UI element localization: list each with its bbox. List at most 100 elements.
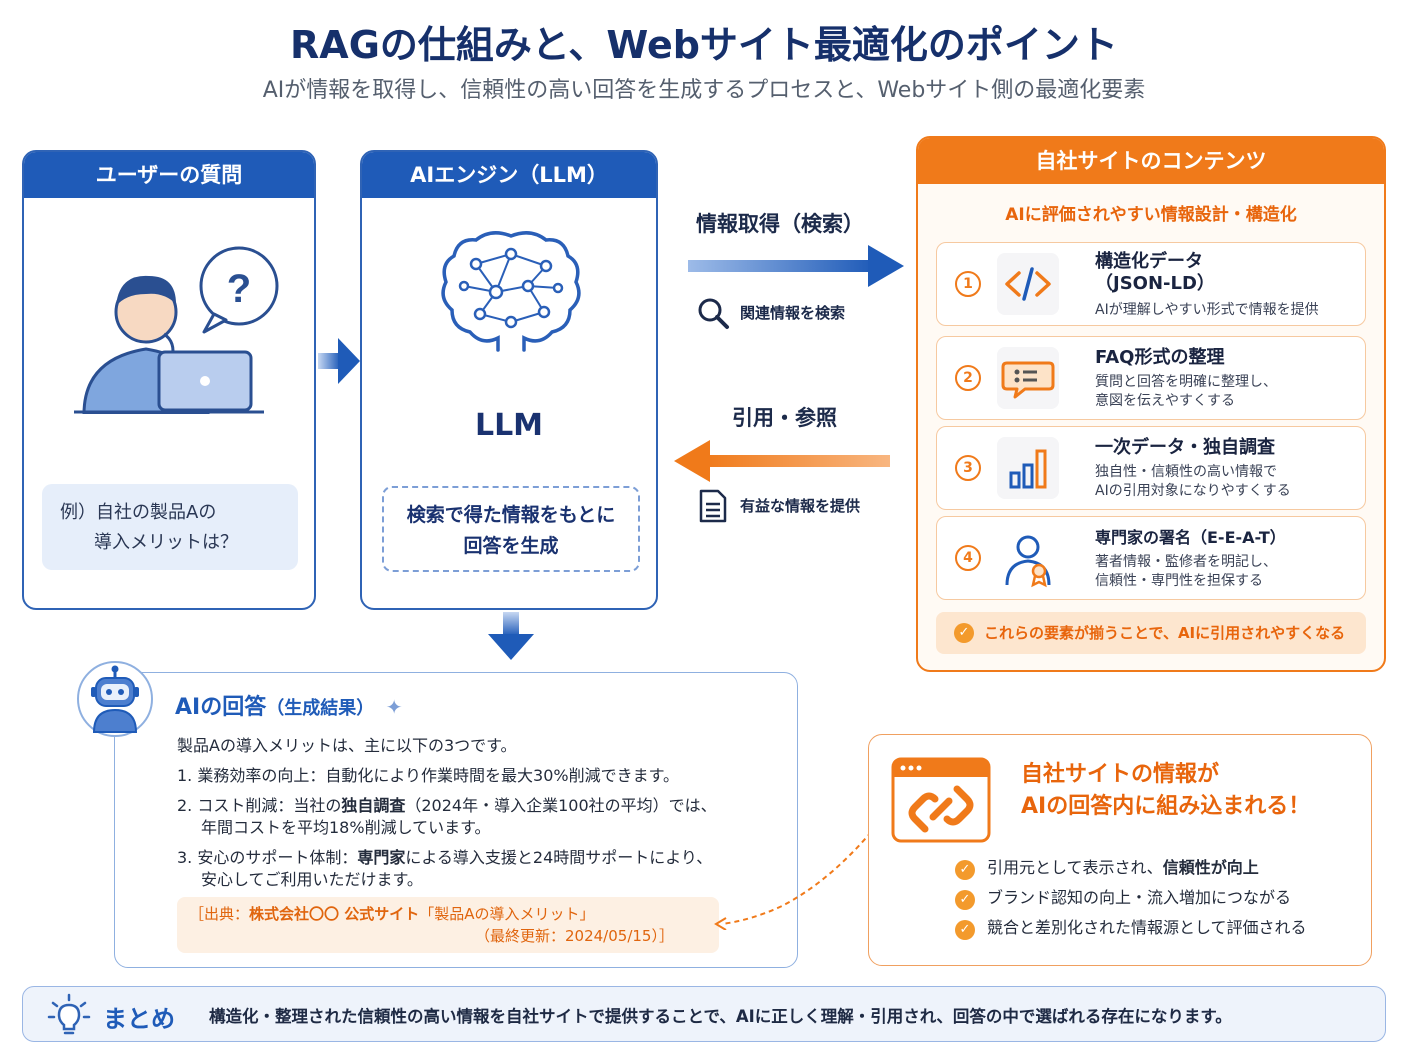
source-line-1: ［出典：株式会社〇〇 公式サイト「製品Aの導入メリット」: [189, 903, 707, 925]
site-content-note-text: これらの要素が揃うことで、AIに引用されやすくなる: [984, 624, 1346, 642]
retrieve-label: 情報取得（検索）: [696, 212, 864, 236]
integration-item: ✓ 引用元として表示され、信頼性が向上: [955, 853, 1259, 883]
example-line-1: 例）自社の製品Aの: [60, 502, 217, 523]
integration-item: ✓ 競合と差別化された情報源として評価される: [955, 913, 1307, 943]
content-item-expert-signature: 4 専門家の署名（E-E-A-T） 著者情報・監修者を明記し、 信頼性・専門性を…: [936, 516, 1366, 600]
item-desc-line-2: 信頼性・専門性を担保する: [1095, 573, 1263, 589]
item-desc: AIが理解しやすい形式で情報を提供: [1095, 302, 1319, 318]
integration-panel: 自社サイトの情報が AIの回答内に組み込まれる！ ✓ 引用元として表示され、信頼性…: [868, 734, 1372, 966]
browser-link-icon: [891, 757, 991, 843]
user-question-heading: ユーザーの質問: [24, 152, 314, 198]
arrow-down-icon: [488, 612, 534, 660]
page-subtitle: AIが情報を取得し、信頼性の高い回答を生成するプロセスと、Webサイト側の最適化…: [262, 78, 1146, 103]
page-title: RAGの仕組みと、Webサイト最適化のポイント: [290, 23, 1118, 67]
answer-item-2-part-a: 2. コスト削減：当社の: [177, 796, 342, 815]
cite-arrow-icon: [674, 440, 890, 482]
arrow-right-icon: [318, 338, 360, 384]
item-title-line-1: 構造化データ: [1095, 251, 1203, 272]
check-icon: ✓: [955, 890, 975, 910]
answer-heading-sub: （生成結果）: [266, 698, 375, 719]
connector-arrow-icon: [714, 824, 878, 930]
item-number: 4: [955, 545, 981, 571]
user-question-panel: ユーザーの質問 ? 例）自社の製品Aの 導入メリットは？: [22, 150, 316, 610]
site-content-note: ✓ これらの要素が揃うことで、AIに引用されやすくなる: [936, 612, 1366, 654]
retrieve-arrow-icon: [688, 245, 904, 287]
answer-item-1: 1. 業務効率の向上：自動化により作業時間を最大30%削減できます。: [177, 766, 679, 785]
cite-label: 引用・参照: [732, 406, 837, 430]
site-content-subheading: AIに評価されやすい情報設計・構造化: [1005, 205, 1297, 225]
svg-text:?: ?: [227, 267, 251, 311]
example-line-2: 導入メリットは？: [94, 532, 238, 553]
lightbulb-icon: [47, 993, 91, 1035]
robot-avatar-icon: [77, 661, 153, 737]
item-title-line-2: （JSON-LD）: [1095, 273, 1215, 294]
summary-text: 構造化・整理された信頼性の高い情報を自社サイトで提供することで、AIに正しく理解…: [209, 1007, 1232, 1026]
check-icon: ✓: [955, 920, 975, 940]
item-desc-line-2: 意図を伝えやすくする: [1095, 393, 1235, 409]
sparkle-icon: ✦: [385, 695, 403, 719]
item-title: 構造化データ （JSON-LD）: [1095, 251, 1215, 295]
integration-title: 自社サイトの情報が AIの回答内に組み込まれる！: [1021, 759, 1310, 823]
integration-item-text: 競合と差別化された情報源として評価される: [987, 918, 1307, 937]
llm-box-line-1: 検索で得た情報をもとに: [406, 504, 616, 526]
item-title: FAQ形式の整理: [1095, 347, 1225, 368]
brain-network-icon: [441, 231, 581, 352]
document-icon: [699, 489, 727, 523]
integration-title-line-1: 自社サイトの情報が: [1021, 762, 1220, 787]
retrieve-sub: 関連情報を検索: [740, 304, 846, 322]
source-line-2: （最終更新：2024/05/15）］: [475, 927, 674, 945]
llm-label: LLM: [474, 408, 544, 443]
expert-person-icon: [997, 527, 1059, 589]
source-citation: ［出典：株式会社〇〇 公式サイト「製品Aの導入メリット」 （最終更新：2024/…: [177, 897, 719, 953]
content-item-faq: 2 FAQ形式の整理 質問と回答を明確に整理し、 意図を伝えやすくする: [936, 336, 1366, 420]
answer-item-2-bold: 独自調査: [341, 796, 406, 815]
answer-intro: 製品Aの導入メリットは、主に以下の3つです。: [177, 736, 517, 755]
answer-item-3-bold: 専門家: [357, 848, 406, 867]
item-number: 1: [955, 271, 981, 297]
answer-item-3-part-a: 3. 安心のサポート体制：: [177, 848, 358, 867]
bar-chart-icon: [997, 437, 1059, 499]
answer-item-2-part-c: （2024年・導入企業100社の平均）では、: [405, 796, 717, 815]
code-icon: [997, 253, 1059, 315]
site-content-heading: 自社サイトのコンテンツ: [918, 138, 1384, 184]
source-prefix: ［出典：: [189, 905, 250, 923]
example-question: 例）自社の製品Aの 導入メリットは？: [42, 484, 298, 570]
item-number: 3: [955, 455, 981, 481]
check-icon: ✓: [954, 623, 974, 643]
integration-item-text: 引用元として表示され、: [987, 858, 1163, 877]
item-desc-line-2: AIの引用対象になりやすくする: [1095, 483, 1291, 499]
answer-item-3-part-c: による導入支援と24時間サポートにより、: [405, 848, 713, 867]
answer-item-2: 2. コスト削減：当社の独自調査（2024年・導入企業100社の平均）では、: [177, 795, 717, 817]
llm-heading: AIエンジン（LLM）: [362, 152, 656, 198]
content-item-structured-data: 1 構造化データ （JSON-LD） AIが理解しやすい形式で情報を提供: [936, 242, 1366, 326]
answer-item-3: 3. 安心のサポート体制：専門家による導入支援と24時間サポートにより、: [177, 847, 712, 869]
llm-process-box: 検索で得た情報をもとに 回答を生成: [382, 486, 640, 572]
check-icon: ✓: [955, 860, 975, 880]
item-number: 2: [955, 365, 981, 391]
user-with-laptop-icon: ?: [74, 246, 279, 414]
item-title: 専門家の署名（E-E-A-T）: [1095, 528, 1286, 547]
ai-answer-panel: AIの回答（生成結果） ✦ 製品Aの導入メリットは、主に以下の3つです。 1. …: [114, 672, 798, 968]
answer-heading: AIの回答（生成結果） ✦: [175, 689, 403, 721]
cite-sub: 有益な情報を提供: [740, 497, 861, 515]
item-desc-line-1: 著者情報・監修者を明記し、: [1095, 554, 1277, 570]
item-desc-line-1: 質問と回答を明確に整理し、: [1095, 374, 1277, 390]
integration-item-bold: 信頼性が向上: [1162, 858, 1259, 877]
source-title: 「製品Aの導入メリット」: [419, 905, 595, 923]
llm-panel: AIエンジン（LLM） LLM 検索で得た情報をもとに 回答を生成: [360, 150, 658, 610]
search-icon: [698, 298, 729, 329]
llm-box-line-2: 回答を生成: [463, 535, 559, 557]
summary-bar: まとめ 構造化・整理された信頼性の高い情報を自社サイトで提供することで、AIに正…: [22, 986, 1386, 1042]
integration-item: ✓ ブランド認知の向上・流入増加につながる: [955, 883, 1291, 913]
answer-item-3-line-2: 安心してご利用いただけます。: [201, 870, 423, 889]
integration-title-line-2: AIの回答内に組み込まれる！: [1021, 794, 1311, 819]
integration-item-text: ブランド認知の向上・流入増加につながる: [987, 888, 1292, 907]
source-company: 株式会社〇〇 公式サイト: [249, 905, 420, 923]
content-item-primary-data: 3 一次データ・独自調査 独自性・信頼性の高い情報で AIの引用対象になりやすく…: [936, 426, 1366, 510]
site-content-panel: 自社サイトのコンテンツ AIに評価されやすい情報設計・構造化 1 構造化データ …: [916, 136, 1386, 672]
item-desc-line-1: 独自性・信頼性の高い情報で: [1095, 464, 1277, 480]
answer-heading-main: AIの回答: [175, 695, 267, 720]
item-title: 一次データ・独自調査: [1095, 437, 1275, 458]
chat-bubble-icon: [997, 347, 1059, 409]
answer-item-2-line-2: 年間コストを平均18%削減しています。: [201, 818, 491, 837]
